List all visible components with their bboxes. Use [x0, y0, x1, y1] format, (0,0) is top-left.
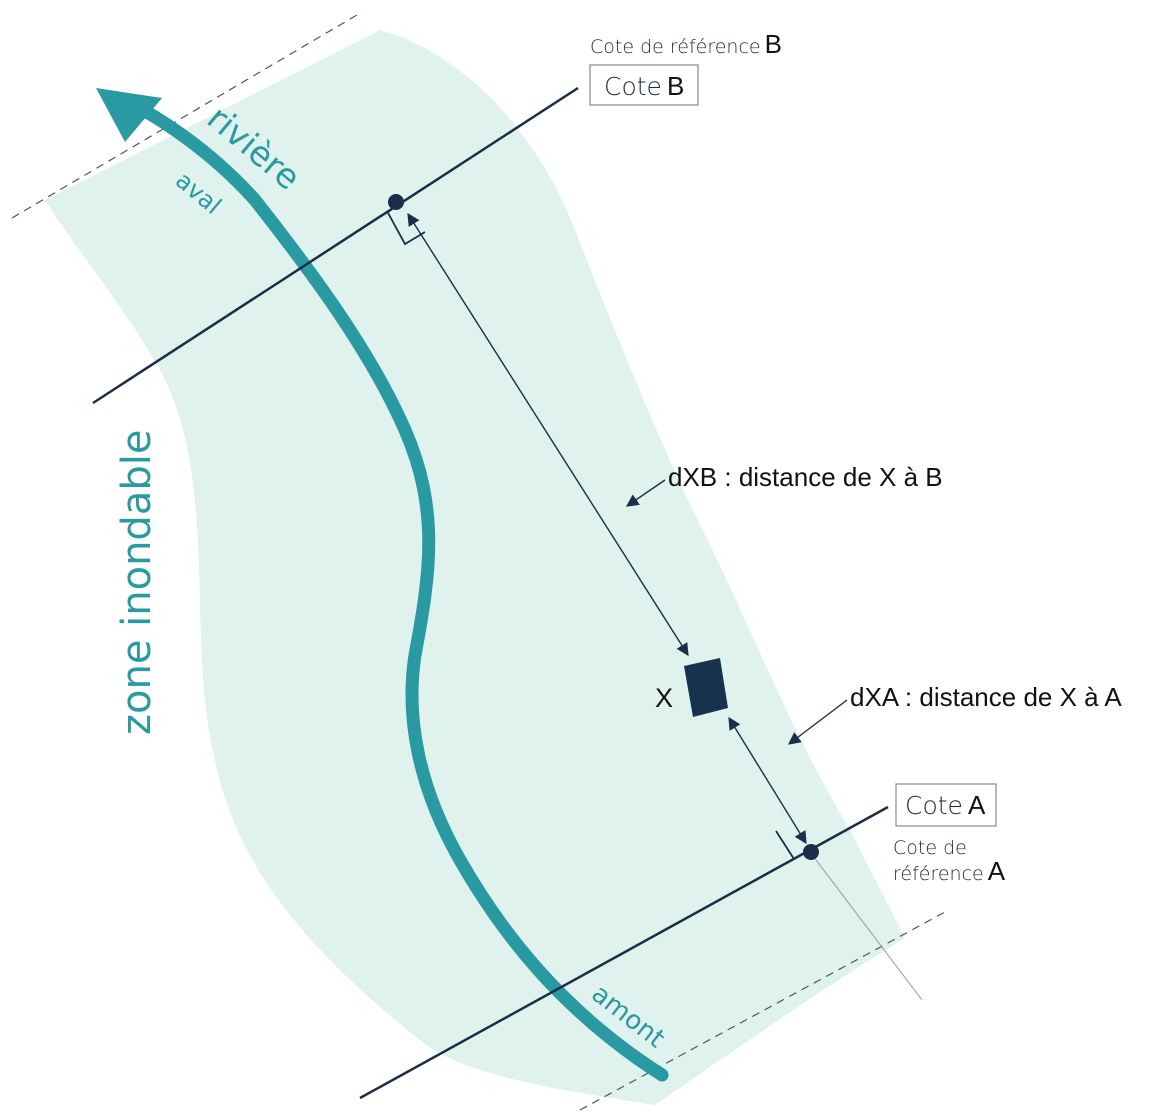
cross-section-b-line	[92, 86, 579, 405]
distance-xb-line	[407, 212, 689, 657]
reference-point-b	[388, 194, 404, 210]
leader-xb-arrow	[625, 479, 666, 507]
river-arrow-head-icon	[96, 88, 162, 142]
flood-zone-label: zone inondable	[114, 430, 160, 735]
building-x	[684, 658, 728, 717]
projection-guide-line	[809, 851, 923, 1001]
distance-xb-label: dXB : distance de X à B	[668, 462, 943, 492]
reference-point-a	[803, 844, 819, 860]
distance-xa-label: dXA : distance de X à A	[850, 682, 1122, 712]
cote-b-box	[589, 64, 699, 106]
reference-a-caption-line1: Cote de	[893, 837, 967, 859]
flood-zone-area	[45, 30, 905, 1105]
point-x-label: X	[655, 683, 673, 713]
upper-dashed-boundary	[11, 11, 363, 219]
leader-xa-arrow	[787, 699, 848, 745]
distance-xa-line	[728, 716, 807, 845]
cote-a-box	[895, 783, 997, 827]
